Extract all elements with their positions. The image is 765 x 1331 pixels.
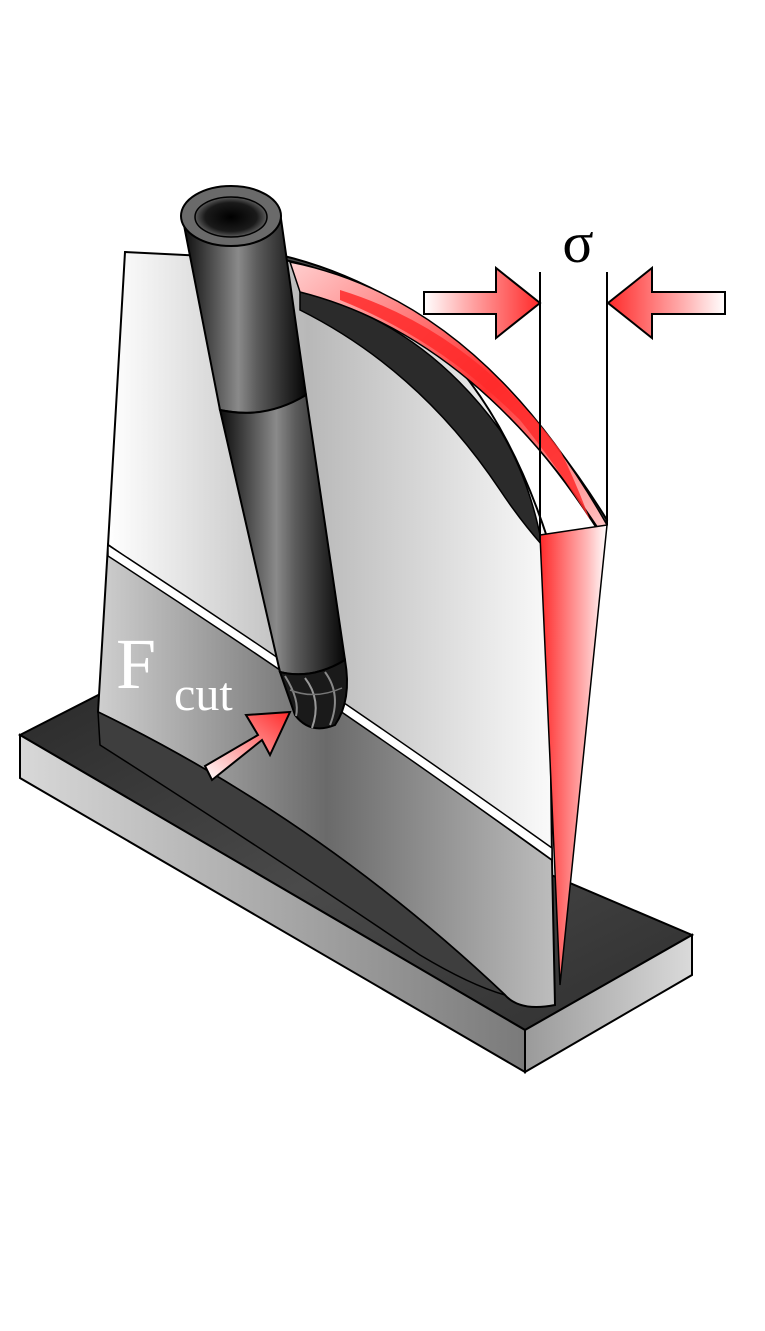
sigma-label: σ <box>562 210 593 275</box>
base-plate-side <box>524 933 693 1074</box>
thin-wall-blade <box>96 250 609 1008</box>
force-label-main: F <box>116 624 156 704</box>
cutting-force-arrow <box>203 710 292 782</box>
sigma-arrow-right <box>606 265 726 341</box>
tool-top-bore <box>194 196 268 238</box>
deflection-fan <box>539 524 608 986</box>
sigma-arrow-left <box>423 265 542 341</box>
force-label-subscript: cut <box>174 668 233 721</box>
end-mill-tool <box>180 185 348 730</box>
force-label: F cut <box>116 624 233 721</box>
blade-root-fillet <box>97 710 506 996</box>
deflection-highlight <box>288 261 609 986</box>
tool-cutter-head <box>278 658 348 730</box>
